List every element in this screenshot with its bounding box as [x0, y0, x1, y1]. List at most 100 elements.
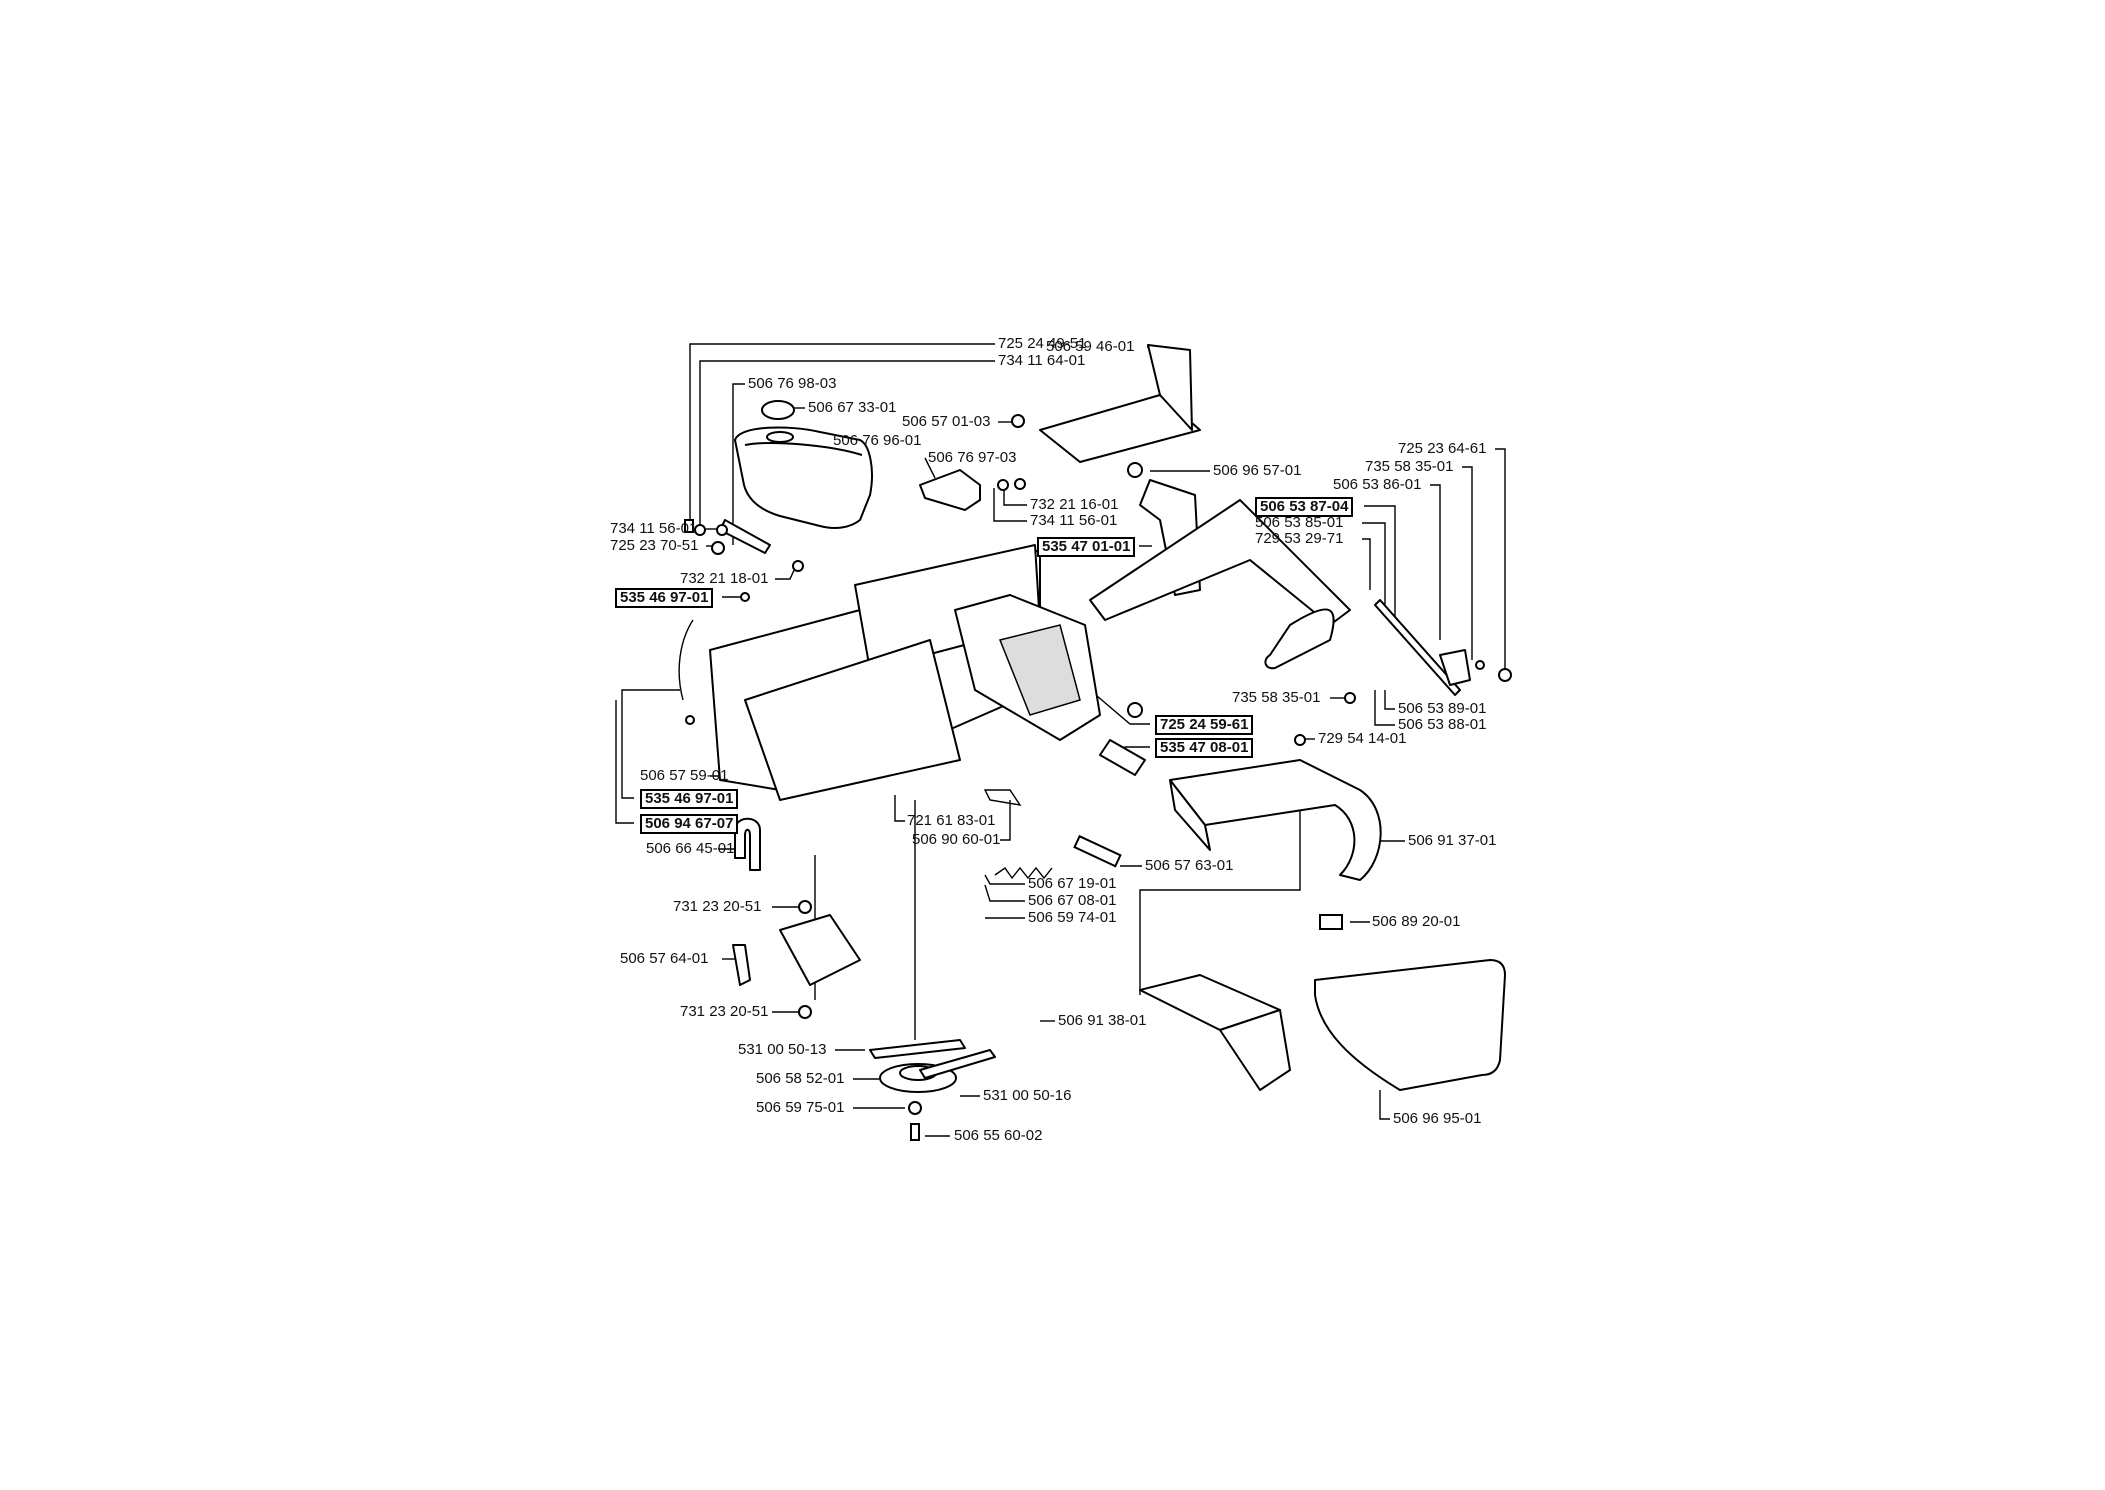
part-number-label: 734 11 64-01: [998, 352, 1086, 369]
leader-line: [775, 567, 796, 580]
diagram-parts: [678, 344, 1512, 1141]
part-number-label: 506 53 88-01: [1398, 716, 1487, 733]
part-number-label: 506 53 89-01: [1398, 700, 1487, 717]
part-number-label: 735 58 35-01: [1232, 689, 1321, 706]
part-number-label: 506 96 95-01: [1393, 1110, 1482, 1127]
leader-line: [1495, 448, 1506, 670]
part-number-label: 506 90 60-01: [912, 831, 1001, 848]
washer: [716, 524, 728, 536]
part-number-label: 506 59 75-01: [756, 1099, 845, 1116]
part-number-label: 506 76 96-01: [833, 432, 922, 449]
nut: [792, 560, 804, 572]
part-number-label: 506 59 74-01: [1028, 909, 1117, 926]
leader-line: [1379, 1090, 1390, 1120]
part-number-label: 729 53 29-71: [1255, 530, 1344, 547]
seat-back: [1147, 344, 1193, 431]
part-number-label: 506 76 97-03: [928, 449, 1017, 466]
part-number-label: 506 57 59-01: [640, 767, 729, 784]
leader-line: [621, 689, 680, 799]
belt-tensioner: [983, 789, 1022, 806]
part-number-label: 732 21 16-01: [1030, 496, 1119, 513]
part-number-label: 506 53 86-01: [1333, 476, 1422, 493]
part-number-highlighted: 725 24 59-61: [1155, 715, 1254, 735]
part-number-highlighted: 535 46 97-01: [615, 588, 714, 608]
fuel-cap: [761, 400, 795, 420]
part-number-label: 721 61 83-01: [907, 812, 996, 829]
part-number-label: 506 89 20-01: [1372, 913, 1461, 930]
leader-line: [984, 884, 1025, 902]
leader-line: [894, 795, 905, 822]
part-number-label: 531 00 50-13: [738, 1041, 827, 1058]
nut: [711, 541, 725, 555]
part-number-label: 735 58 35-01: [1365, 458, 1454, 475]
part-number-label: 531 00 50-16: [983, 1087, 1072, 1104]
washer: [997, 479, 1009, 491]
part-number-label: 725 23 64-61: [1398, 440, 1487, 457]
part-number-label: 506 66 45-01: [646, 840, 735, 857]
leader-line: [1362, 522, 1386, 615]
part-number-label: 734 11 56-01: [1030, 512, 1118, 529]
seat-plate: [1039, 394, 1201, 463]
washer: [1475, 660, 1485, 670]
nut: [1127, 462, 1143, 478]
chassis-side: [744, 639, 961, 801]
lever-rod: [732, 944, 751, 986]
part-number-label: 725 23 70-51: [610, 537, 699, 554]
latch: [1319, 914, 1343, 930]
bolt-head: [1011, 414, 1025, 428]
tank-strap: [719, 519, 771, 554]
hose-clip: [685, 715, 695, 725]
part-number-label: 506 96 57-01: [1213, 462, 1302, 479]
leader-line: [1384, 690, 1395, 710]
part-number-label: 506 59 46-01: [1046, 338, 1135, 355]
washer: [1344, 692, 1356, 704]
part-number-label: 506 67 33-01: [808, 399, 897, 416]
leader-line: [1139, 790, 1301, 995]
leader-line: [924, 457, 936, 479]
washer: [1014, 478, 1026, 490]
bolt: [684, 519, 694, 533]
part-number-label: 506 76 98-03: [748, 375, 837, 392]
part-number-label: 506 67 08-01: [1028, 892, 1117, 909]
bolt-head: [1498, 668, 1512, 682]
part-number-label: 729 54 14-01: [1318, 730, 1407, 747]
fuel-tank-neck: [766, 431, 794, 443]
leader-line: [984, 874, 1025, 885]
tank-bracket: [919, 469, 981, 511]
part-number-label: 506 91 38-01: [1058, 1012, 1147, 1029]
screw: [1294, 734, 1306, 746]
leader-line: [1089, 689, 1150, 725]
deflector-fins: [1219, 1009, 1291, 1091]
part-number-label: 506 55 60-02: [954, 1127, 1043, 1144]
cover-side: [1169, 779, 1211, 851]
part-number-highlighted: 535 46 97-01: [640, 789, 739, 809]
part-number-label: 506 67 19-01: [1028, 875, 1117, 892]
part-number-label: 506 57 01-03: [902, 413, 991, 430]
linkage-rod: [1374, 599, 1461, 696]
frame-handle: [1264, 608, 1335, 670]
fuel-tank-top: [744, 442, 863, 456]
spring: [994, 866, 1053, 880]
pivot-bracket: [1439, 649, 1471, 686]
nut: [798, 900, 812, 914]
washer: [694, 524, 706, 536]
part-number-label: 506 58 52-01: [756, 1070, 845, 1087]
leader-line: [1430, 484, 1441, 640]
blade-washer: [908, 1101, 922, 1115]
part-number-label: 506 91 37-01: [1408, 832, 1497, 849]
linkage-arm: [779, 914, 861, 986]
part-number-highlighted: 506 94 67-07: [640, 814, 739, 834]
pivot-pin: [1099, 739, 1146, 776]
clip: [740, 592, 750, 602]
part-number-label: 725 24 49-51: [998, 335, 1087, 352]
part-number-label: 506 57 63-01: [1145, 857, 1234, 874]
part-number-label: 734 11 56-01: [610, 520, 698, 537]
u-bracket: [734, 817, 761, 871]
blade-upper: [869, 1039, 966, 1059]
leader-line: [732, 383, 745, 545]
belt-guard-inner: [998, 624, 1081, 716]
leader-line: [1003, 485, 1027, 506]
leader-line: [993, 488, 1027, 522]
